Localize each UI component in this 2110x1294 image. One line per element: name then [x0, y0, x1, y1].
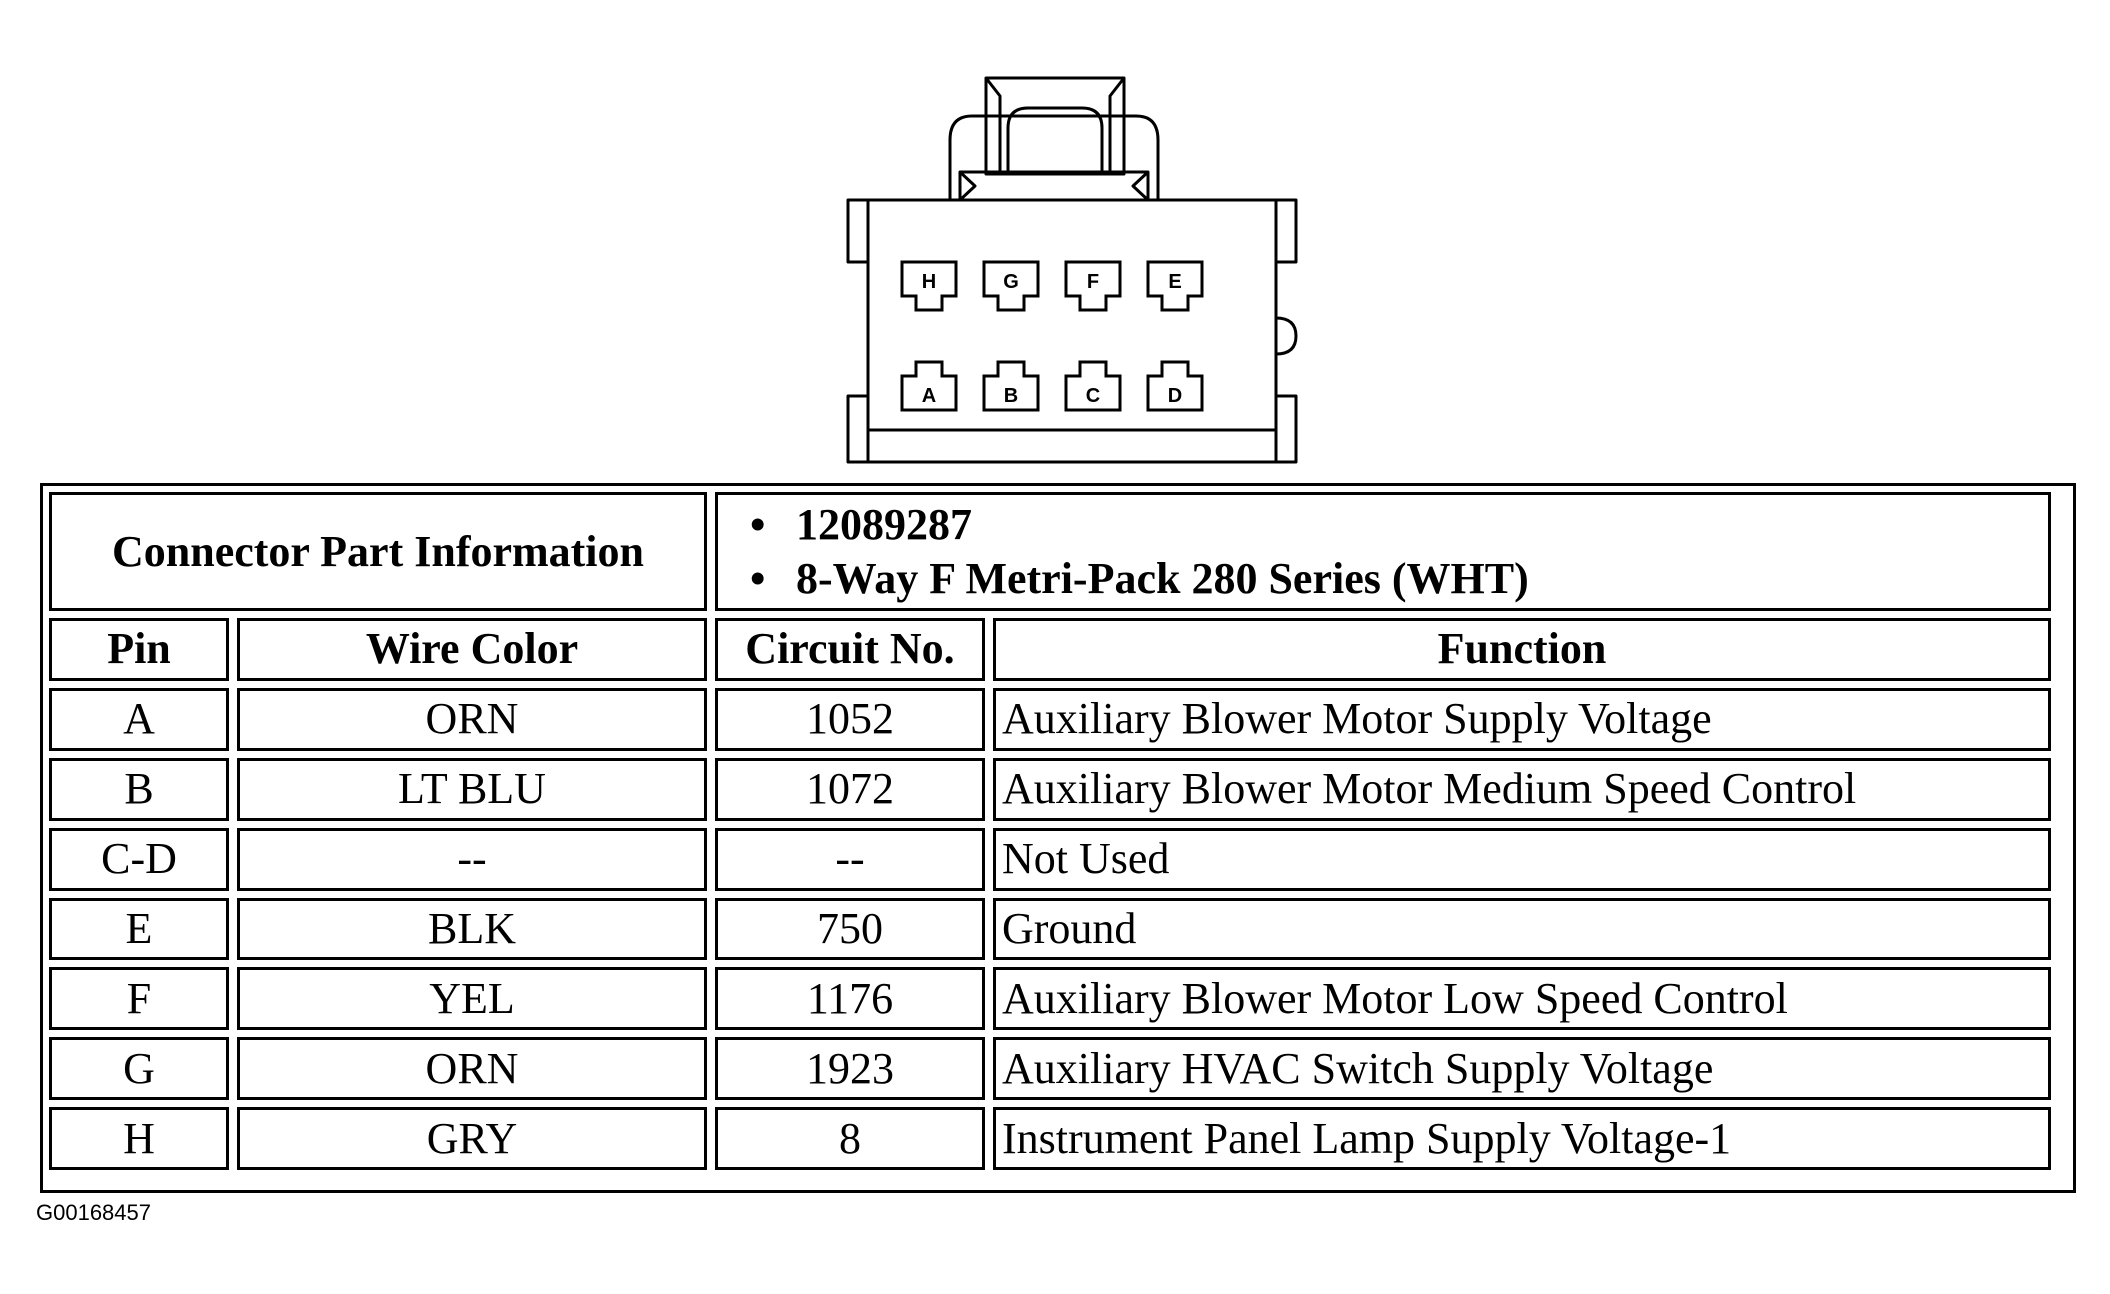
- pin-label: H: [922, 271, 936, 293]
- connector-left-tab-bottom: [846, 394, 870, 464]
- header-row: Pin Wire Color Circuit No. Function: [49, 618, 2051, 681]
- part-info-label: Connector Part Information: [112, 526, 644, 576]
- pin-cavity-d: D: [1146, 360, 1204, 412]
- pins-row-bottom: A B C D: [900, 360, 1204, 412]
- connector-right-tab-bottom: [1274, 394, 1298, 464]
- pin-label: F: [1087, 271, 1099, 293]
- part-description: 8-Way F Metri-Pack 280 Series (WHT): [750, 552, 2048, 606]
- pinout-table-frame: Connector Part Information 12089287 8-Wa…: [40, 483, 2076, 1193]
- pin-cavity-g: G: [982, 260, 1040, 312]
- pin-cell: E: [49, 897, 229, 961]
- pin-label: B: [1004, 385, 1018, 407]
- pin-cavity-f: F: [1064, 260, 1122, 312]
- connector-latch: [948, 114, 1160, 200]
- pin-label: A: [922, 385, 936, 407]
- circuit-no-cell: 1072: [715, 757, 985, 821]
- pin-cavity-e: E: [1146, 260, 1204, 312]
- pin-cell: A: [49, 687, 229, 751]
- part-info-row: Connector Part Information 12089287 8-Wa…: [49, 492, 2051, 611]
- circuit-no-cell: 1176: [715, 967, 985, 1031]
- pin-cavity-b: B: [982, 360, 1040, 412]
- table-row: C-D----Not Used: [49, 827, 2051, 891]
- connector-housing: [866, 198, 1278, 464]
- pin-label: D: [1168, 385, 1182, 407]
- pin-cell: C-D: [49, 827, 229, 891]
- header-pin: Pin: [49, 618, 229, 681]
- connector-right-key: [1275, 316, 1298, 356]
- wire-color-cell: ORN: [237, 687, 707, 751]
- circuit-no-cell: 8: [715, 1107, 985, 1170]
- part-info-list: 12089287 8-Way F Metri-Pack 280 Series (…: [718, 498, 2048, 606]
- wire-color-cell: --: [237, 827, 707, 891]
- wire-color-cell: BLK: [237, 897, 707, 961]
- pin-cell: H: [49, 1107, 229, 1170]
- function-cell: Ground: [993, 897, 2051, 961]
- pin-label: E: [1168, 271, 1181, 293]
- circuit-no-cell: 1923: [715, 1037, 985, 1101]
- connector-diagram: H G F E A B C D: [846, 76, 1298, 464]
- function-cell: Auxiliary Blower Motor Low Speed Control: [993, 967, 2051, 1031]
- header-circuit-no: Circuit No.: [715, 618, 985, 681]
- pin-cavity-c: C: [1064, 360, 1122, 412]
- part-info-value-cell: 12089287 8-Way F Metri-Pack 280 Series (…: [715, 492, 2051, 611]
- pinout-table: Connector Part Information 12089287 8-Wa…: [41, 485, 2059, 1177]
- circuit-no-cell: 1052: [715, 687, 985, 751]
- pin-cavity-a: A: [900, 360, 958, 412]
- wire-color-cell: LT BLU: [237, 757, 707, 821]
- wire-color-cell: ORN: [237, 1037, 707, 1101]
- function-cell: Auxiliary HVAC Switch Supply Voltage: [993, 1037, 2051, 1101]
- connector-right-tab-top: [1274, 198, 1298, 264]
- pin-cell: G: [49, 1037, 229, 1101]
- header-function: Function: [993, 618, 2051, 681]
- part-info-label-cell: Connector Part Information: [49, 492, 707, 611]
- wire-color-cell: GRY: [237, 1107, 707, 1170]
- circuit-no-cell: --: [715, 827, 985, 891]
- header-wire-color: Wire Color: [237, 618, 707, 681]
- connector-left-tab-top: [846, 198, 870, 264]
- function-cell: Not Used: [993, 827, 2051, 891]
- pin-cavity-h: H: [900, 260, 958, 312]
- figure-id: G00168457: [36, 1200, 151, 1225]
- wire-color-cell: YEL: [237, 967, 707, 1031]
- part-number: 12089287: [750, 498, 2048, 552]
- circuit-no-cell: 750: [715, 897, 985, 961]
- function-cell: Auxiliary Blower Motor Supply Voltage: [993, 687, 2051, 751]
- pin-label: G: [1003, 271, 1019, 293]
- pin-cell: F: [49, 967, 229, 1031]
- function-cell: Auxiliary Blower Motor Medium Speed Cont…: [993, 757, 2051, 821]
- pin-label: C: [1086, 385, 1100, 407]
- pin-cell: B: [49, 757, 229, 821]
- function-cell: Instrument Panel Lamp Supply Voltage-1: [993, 1107, 2051, 1170]
